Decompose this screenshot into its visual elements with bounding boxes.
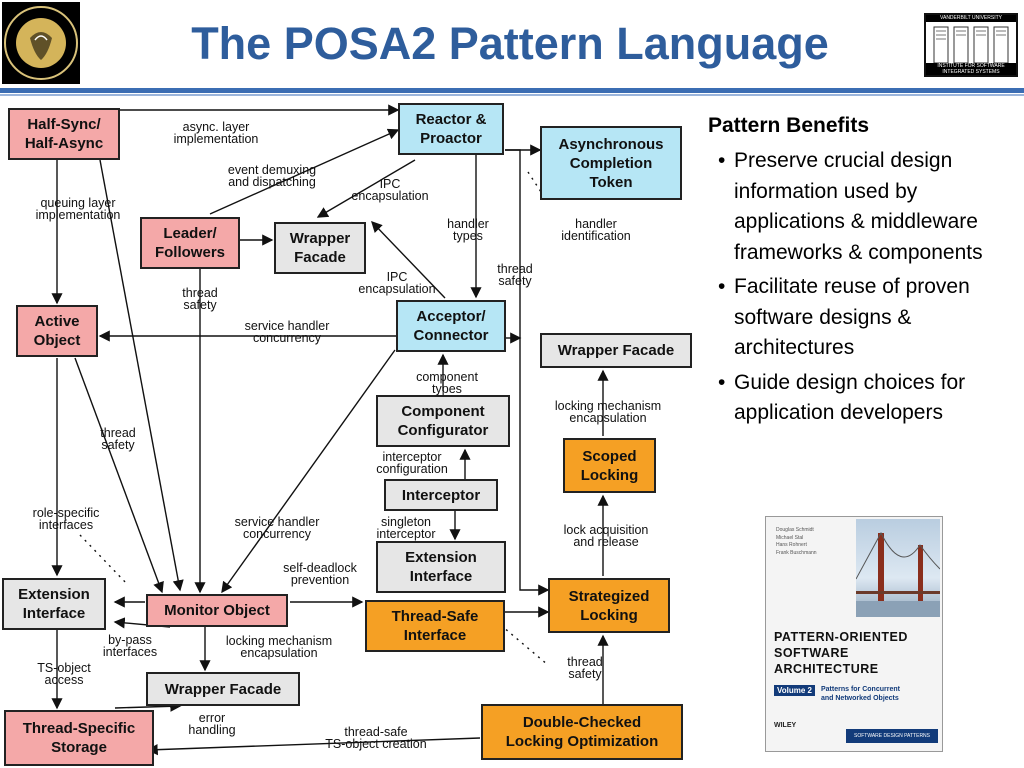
double-checked-locking-box: Double-Checked Locking Optimization xyxy=(481,704,683,760)
wrapper-facade-bottom-box: Wrapper Facade xyxy=(146,672,300,706)
active-object-box: Active Object xyxy=(16,305,98,357)
half-sync-half-async-box: Half-Sync/ Half-Async xyxy=(8,108,120,160)
edge-label-event-demux: event demuxing and dispatching xyxy=(227,163,317,189)
edge-label-singleton-interceptor: singleton interceptor xyxy=(376,515,436,541)
edge-label-ts-object-access: TS-object access xyxy=(37,661,91,687)
edge-label-interceptor-configuration: interceptor configuration xyxy=(376,450,448,476)
edge-label-role-specific: role-specific interfaces xyxy=(32,506,100,532)
edge-label-thread-safety-right: thread safety xyxy=(497,262,533,288)
benefit-item: Preserve crucial design information used… xyxy=(716,146,1016,268)
isis-logo-top-text: VANDERBILT UNIVERSITY xyxy=(926,15,1016,22)
posa2-book-cover: Douglas Schmidt Michael Stal Hans Rohner… xyxy=(765,516,943,752)
interceptor-box: Interceptor xyxy=(384,479,498,511)
wrapper-facade-right-box: Wrapper Facade xyxy=(540,333,692,368)
edge-label-error-handling: error handling xyxy=(188,711,236,737)
strategized-locking-box: Strategized Locking xyxy=(548,578,670,633)
edge-label-thread-safety-ao: thread safety xyxy=(100,426,136,452)
edge-label-handler-types: handler types xyxy=(447,217,489,243)
edge-label-lock-acquisition: lock acquisition and release xyxy=(563,523,649,549)
edge-label-thread-safety-dcl: thread safety xyxy=(567,655,603,681)
golden-gate-bridge-photo xyxy=(855,519,941,617)
edge-label-ipc-mid: IPC encapsulation xyxy=(358,270,436,296)
benefits-list: Preserve crucial design information used… xyxy=(716,146,1016,433)
benefit-item: Guide design choices for application dev… xyxy=(716,368,1016,429)
title-divider-light xyxy=(0,94,1024,96)
edge-label-service-handler-bottom: service handler concurrency xyxy=(234,515,320,541)
edge-label-thread-safety-lf: thread safety xyxy=(182,286,218,312)
benefits-heading: Pattern Benefits xyxy=(708,114,870,137)
book-authors: Douglas Schmidt Michael Stal Hans Rohner… xyxy=(776,527,817,556)
component-configurator-box: Component Configurator xyxy=(376,395,510,447)
book-subtitle: Patterns for Concurrent and Networked Ob… xyxy=(820,686,900,702)
edge-label-service-handler-top: service handler concurrency xyxy=(244,319,330,345)
slide-title: The POSA2 Pattern Language xyxy=(191,18,829,69)
edge-label-ipc-top: IPC encapsulation xyxy=(351,177,429,203)
book-volume-number: Volume 2 xyxy=(774,685,815,696)
edge-label-async-layer: async. layer implementation xyxy=(173,120,259,146)
isis-logo-bottom-text: INSTITUTE FOR SOFTWARE INTEGRATED SYSTEM… xyxy=(926,63,1016,75)
leader-followers-box: Leader/ Followers xyxy=(140,217,240,269)
diagram-connectors xyxy=(51,104,609,756)
book-series-band: SOFTWARE DESIGN PATTERNS xyxy=(846,729,938,743)
extension-interface-left-box: Extension Interface xyxy=(2,578,106,630)
edge-label-handler-identification: handler identification xyxy=(561,217,631,243)
book-volume: Volume 2 Patterns for Concurrent and Net… xyxy=(774,685,934,703)
reactor-proactor-box: Reactor & Proactor xyxy=(398,103,504,155)
edge-label-queuing-layer: queuing layer implementation xyxy=(35,196,121,222)
acceptor-connector-box: Acceptor/ Connector xyxy=(396,300,506,352)
vanderbilt-seal-logo xyxy=(2,2,80,84)
title-divider xyxy=(0,88,1024,93)
asynchronous-completion-token-box: Asynchronous Completion Token xyxy=(540,126,682,200)
edge-label-thread-safe-creation: thread-safe TS-object creation xyxy=(325,725,427,751)
edge-label-self-deadlock: self-deadlock prevention xyxy=(283,561,357,587)
edge-label-locking-mechanism-bottom: locking mechanism encapsulation xyxy=(225,634,333,660)
wrapper-facade-top-box: Wrapper Facade xyxy=(274,222,366,274)
edge-label-component-types: component types xyxy=(416,370,478,396)
edge-label-bypass-interfaces: by-pass interfaces xyxy=(102,633,158,659)
thread-safe-interface-box: Thread-Safe Interface xyxy=(365,600,505,652)
edge-label-locking-mechanism-right: locking mechanism encapsulation xyxy=(554,399,662,425)
thread-specific-storage-box: Thread-Specific Storage xyxy=(4,710,154,766)
scoped-locking-box: Scoped Locking xyxy=(563,438,656,493)
wiley-logo: WILEY xyxy=(774,722,797,729)
monitor-object-box: Monitor Object xyxy=(146,594,288,627)
benefit-item: Facilitate reuse of proven software desi… xyxy=(716,272,1016,364)
isis-logo: VANDERBILT UNIVERSITY INSTITUTE FOR SOFT… xyxy=(924,13,1018,77)
book-title: PATTERN-ORIENTED SOFTWARE ARCHITECTURE xyxy=(774,630,908,676)
extension-interface-right-box: Extension Interface xyxy=(376,541,506,593)
